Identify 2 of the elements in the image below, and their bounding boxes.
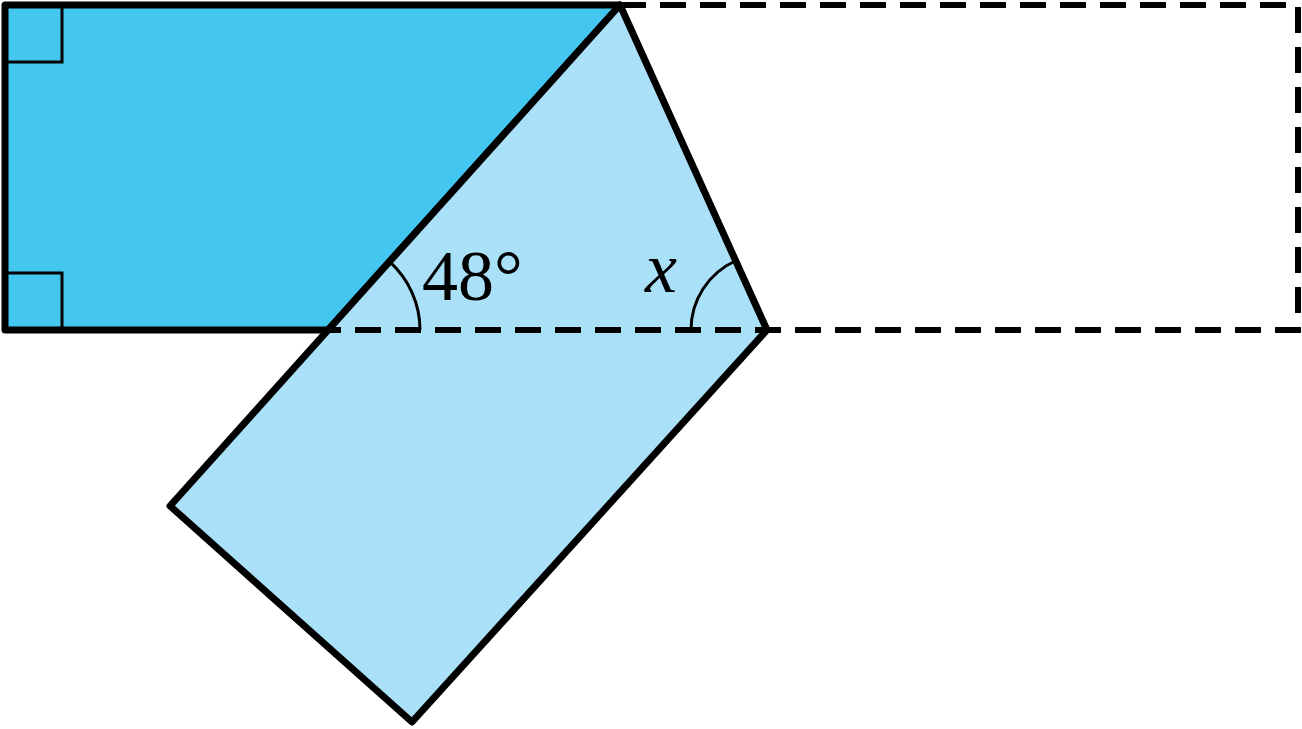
angle-label: 48° (422, 240, 523, 312)
variable-label: x (645, 232, 677, 304)
